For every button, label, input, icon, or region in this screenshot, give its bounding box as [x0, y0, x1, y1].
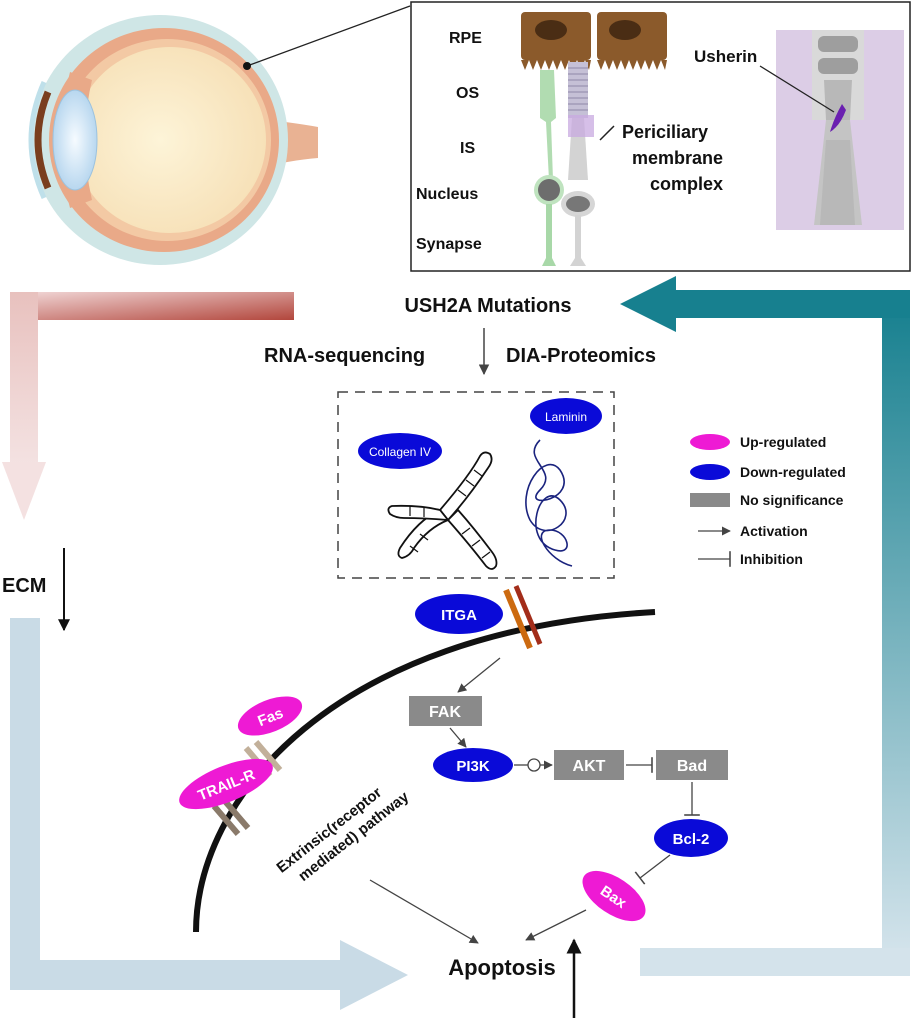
itga-to-fak-arrow [457, 657, 501, 693]
vitreous-body [74, 47, 266, 233]
legend-up-label: Up-regulated [740, 434, 826, 450]
akt-node [554, 750, 624, 780]
laminin-fiber [525, 439, 573, 567]
lower-left-flow-arrow [10, 618, 408, 1010]
layer-label-nucleus: Nucleus [416, 186, 478, 203]
layer-label-os: OS [456, 85, 479, 102]
laminin-badge [530, 398, 602, 434]
periciliary-label-1: Periciliary [622, 122, 708, 142]
collagen-iv-fibers [387, 451, 498, 570]
periciliary-label-3: complex [650, 174, 723, 194]
extrinsic-to-apoptosis-arrow [369, 879, 479, 944]
usherin-pointer [759, 65, 835, 113]
bad-label: Bad [677, 758, 707, 775]
usherin-inset [776, 30, 904, 230]
cell-membrane [193, 609, 656, 933]
rna-sequencing-label: RNA-sequencing [264, 345, 425, 367]
rod-photoreceptor [534, 70, 564, 266]
akt-label: AKT [573, 758, 606, 775]
ecm-label: ECM [2, 575, 46, 597]
usherin-label: Usherin [694, 47, 757, 66]
bax-node [582, 870, 646, 922]
bcl2-inhibits-bax [634, 854, 671, 885]
bad-node [656, 750, 728, 780]
rpe-cells [521, 12, 667, 70]
bcl-2-label: Bcl-2 [673, 831, 710, 848]
legend: Up-regulated Down-regulated No significa… [690, 434, 846, 567]
trail-r-receptor [211, 798, 251, 836]
trail-r-node [179, 758, 273, 810]
legend-up-swatch [690, 434, 730, 450]
apoptosis-label: Apoptosis [448, 955, 556, 980]
zoom-pointer-dot [243, 62, 251, 70]
left-flow-arrow [2, 292, 294, 520]
ecm-box: Collagen IV Laminin [337, 391, 615, 579]
itga-receptor [503, 585, 543, 650]
fak-to-pi3k-arrow [449, 727, 467, 748]
layer-label-synapse: Synapse [416, 236, 482, 253]
cornea [28, 80, 47, 200]
fak-node [409, 696, 482, 726]
phosphorylation-circle [527, 758, 541, 772]
right-flow-arrow [620, 276, 910, 976]
iris [34, 90, 52, 190]
legend-down-label: Down-regulated [740, 464, 846, 480]
lens [52, 89, 98, 191]
fas-node [237, 696, 303, 736]
extrinsic-pathway-text: Extrinsic(receptor mediated) pathway [273, 784, 412, 885]
zoom-pointer-line [246, 5, 411, 67]
layer-label-rpe: RPE [449, 30, 482, 47]
retina-panel: RPE OS IS Nucleus Synapse [410, 1, 911, 272]
itga-node [415, 594, 503, 634]
legend-down-swatch [690, 464, 730, 480]
ush2a-mutations-label: USH2A Mutations [404, 295, 571, 317]
eye-illustration [28, 5, 411, 265]
collagen-iv-label: Collagen IV [369, 445, 431, 459]
periciliary-pointer [599, 125, 615, 141]
layer-label-is: IS [460, 140, 475, 157]
legend-inhibition-label: Inhibition [740, 551, 803, 567]
periciliary-label-2: membrane [632, 148, 723, 168]
pi3k-label: PI3K [456, 758, 490, 775]
fak-label: FAK [429, 704, 461, 721]
legend-nosig-label: No significance [740, 492, 844, 508]
collagen-iv-badge [358, 433, 442, 469]
bax-to-apoptosis-arrow [525, 909, 587, 941]
laminin-label: Laminin [545, 410, 587, 424]
periciliary-highlight [568, 115, 594, 137]
pi3k-node [433, 748, 513, 782]
legend-nosig-swatch [690, 493, 730, 507]
legend-activation-label: Activation [740, 523, 808, 539]
itga-label: ITGA [441, 607, 477, 624]
dia-proteomics-label: DIA-Proteomics [506, 345, 656, 367]
bcl-2-node [654, 819, 728, 857]
